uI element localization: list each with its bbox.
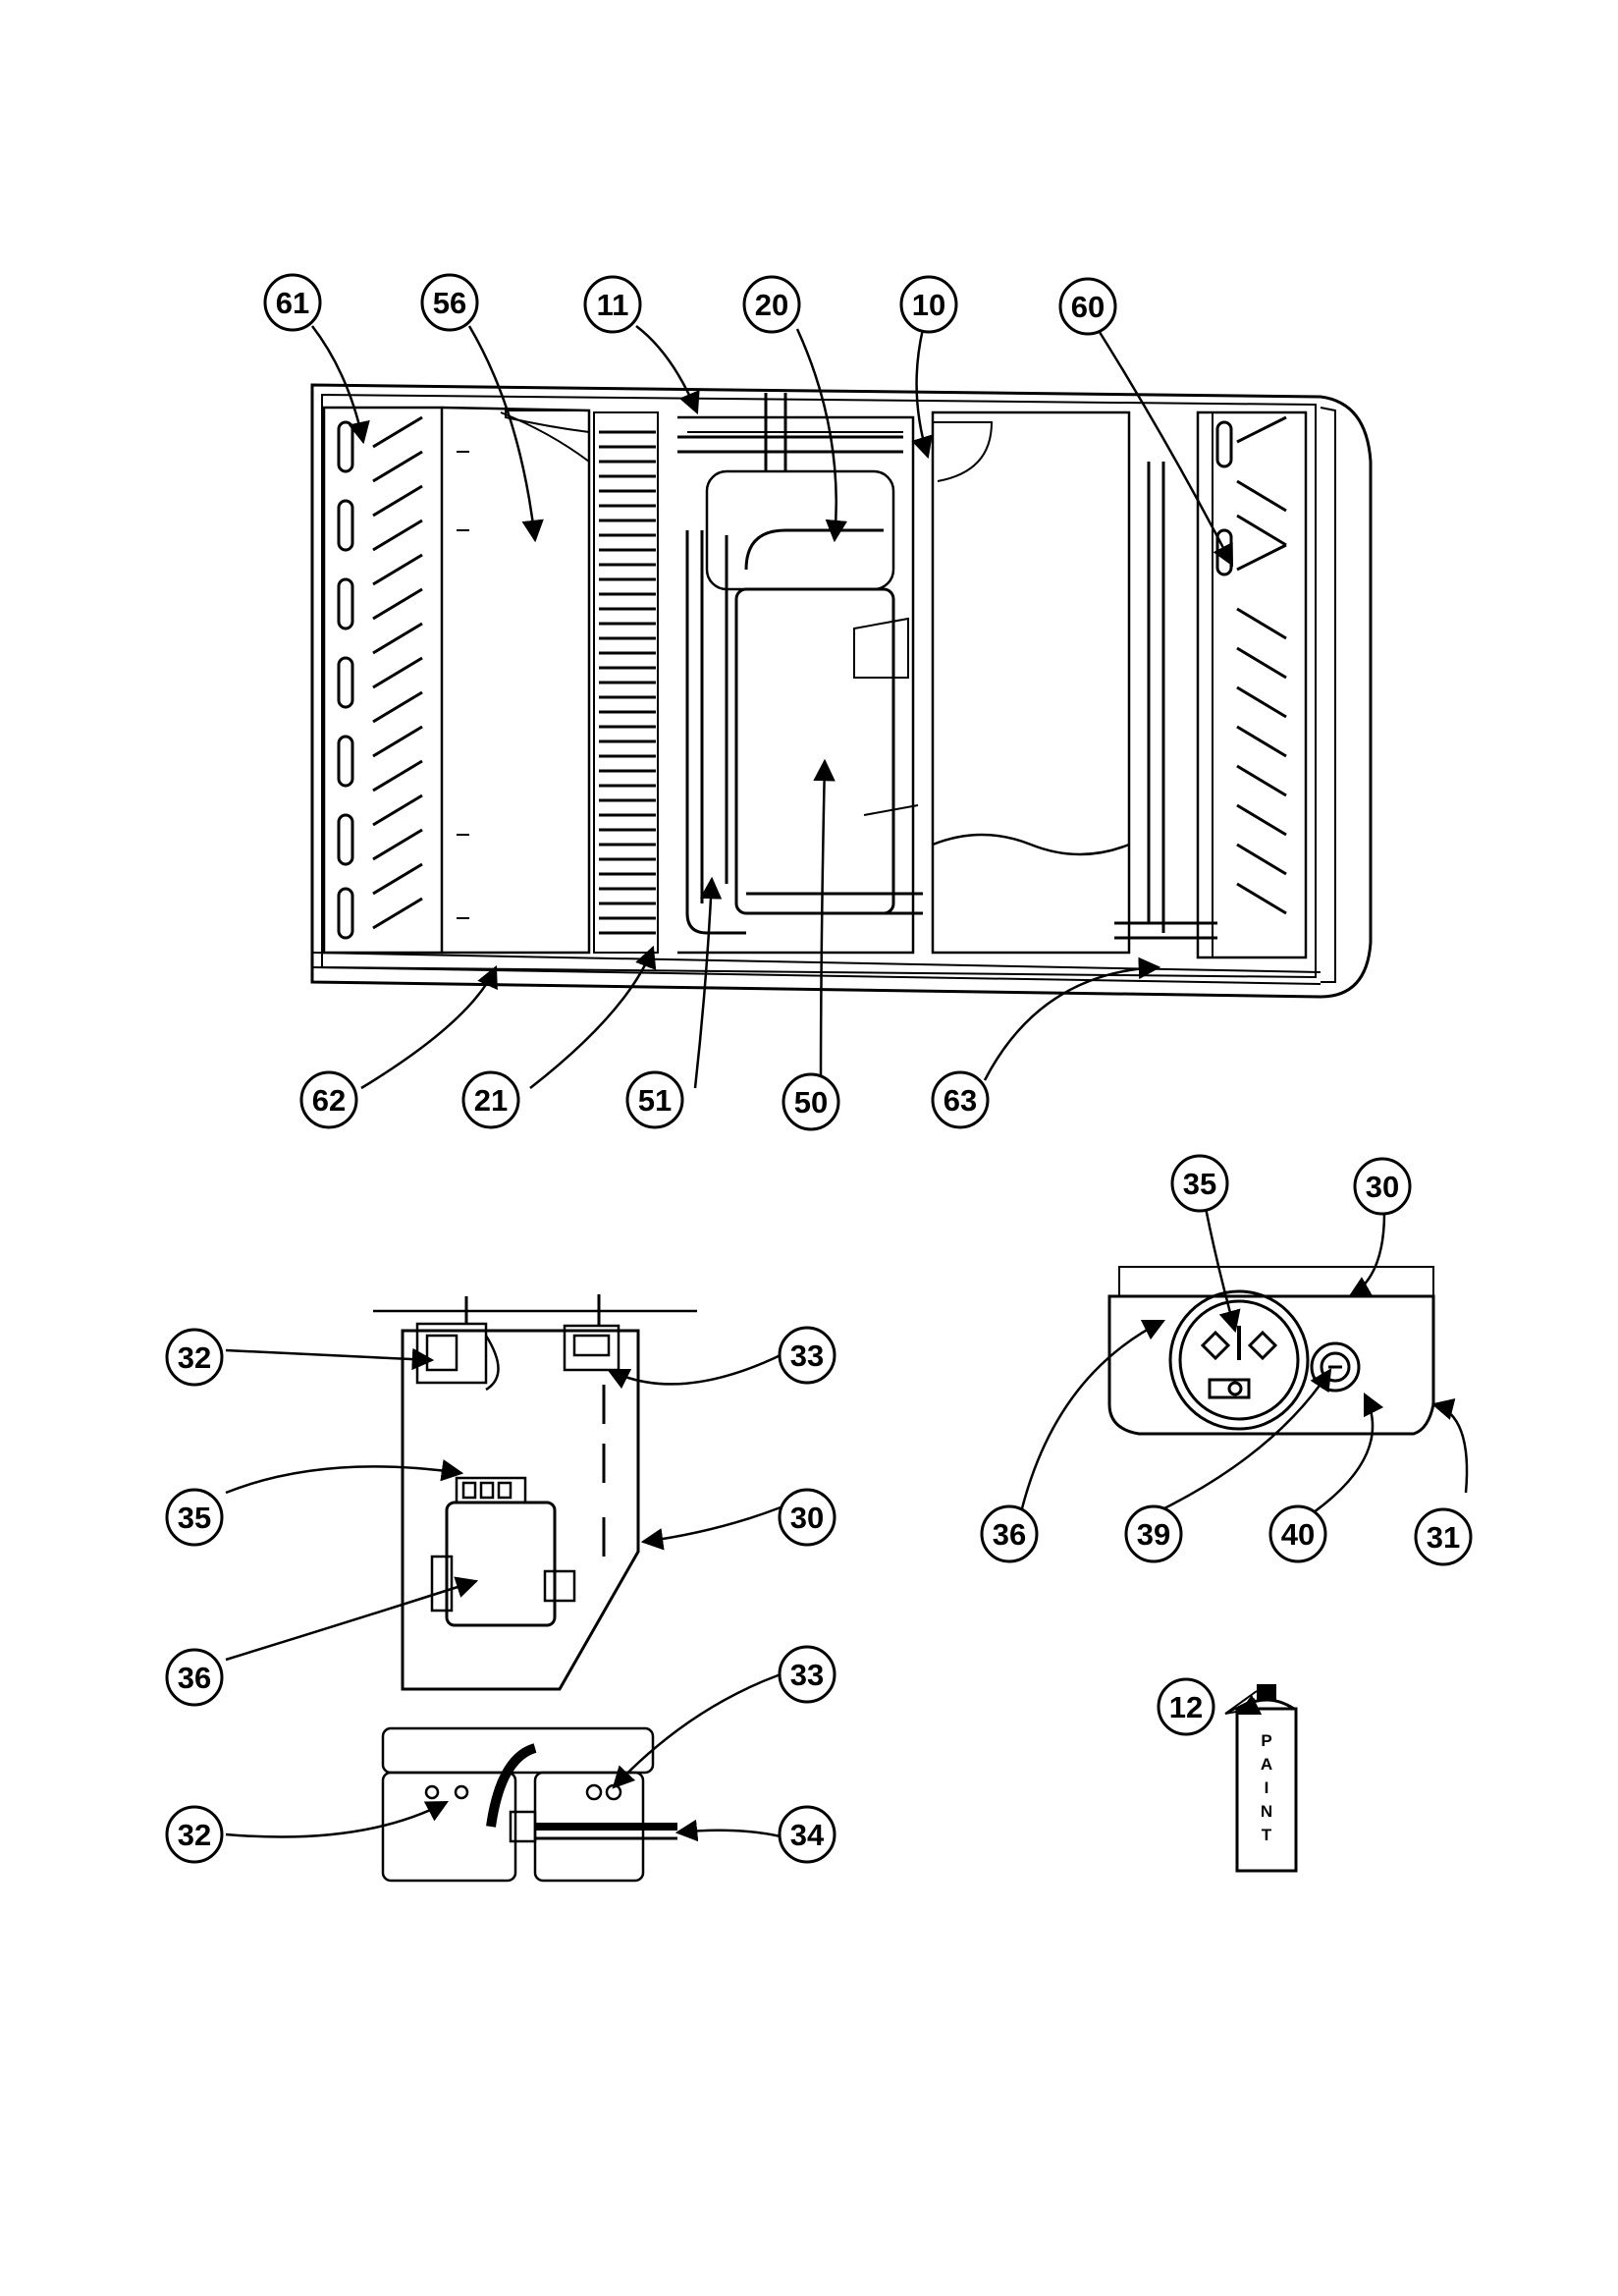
callout-12: 12 — [1157, 1677, 1215, 1736]
callout-34: 34 — [778, 1805, 836, 1864]
callout-label: 34 — [790, 1818, 825, 1852]
callout-35: 35 — [1170, 1154, 1229, 1213]
paint-letter: T — [1262, 1826, 1272, 1844]
callout-33: 33 — [778, 1645, 836, 1704]
callout-36: 36 — [980, 1504, 1039, 1563]
callout-label: 56 — [433, 286, 466, 320]
paint-letter: N — [1261, 1802, 1272, 1821]
callout-36: 36 — [165, 1648, 224, 1707]
callout-11: 11 — [583, 275, 642, 334]
callout-label: 35 — [178, 1501, 211, 1535]
callout-label: 30 — [1366, 1170, 1399, 1204]
callouts: 61 56 11 20 10 60 62 21 51 50 63 32 33 3… — [165, 273, 1473, 1864]
callout-51: 51 — [625, 1070, 684, 1129]
callout-31: 31 — [1414, 1507, 1473, 1566]
callout-50: 50 — [782, 1072, 840, 1131]
evaporator-coil-slots — [1215, 415, 1287, 915]
leader-lines — [225, 325, 1469, 1842]
callout-30: 30 — [1353, 1157, 1412, 1216]
callout-20: 20 — [742, 275, 801, 334]
callout-label: 36 — [178, 1661, 211, 1695]
control-bracket — [381, 1726, 677, 1883]
callout-label: 50 — [794, 1085, 828, 1120]
paint-letter: I — [1265, 1778, 1269, 1797]
callout-40: 40 — [1268, 1504, 1327, 1563]
callout-label: 32 — [178, 1818, 211, 1852]
callout-32: 32 — [165, 1805, 224, 1864]
callout-10: 10 — [899, 275, 958, 334]
main-chassis — [310, 383, 1373, 999]
callout-30: 30 — [778, 1488, 836, 1547]
callout-label: 30 — [790, 1501, 824, 1535]
callout-label: 32 — [178, 1340, 211, 1375]
callout-label: 10 — [912, 288, 945, 322]
callout-35: 35 — [165, 1488, 224, 1547]
callout-label: 35 — [1183, 1167, 1216, 1201]
callout-label: 33 — [790, 1339, 824, 1373]
callout-56: 56 — [420, 273, 479, 332]
callout-label: 12 — [1169, 1690, 1203, 1724]
condenser-coil-slots — [337, 415, 423, 940]
callout-label: 20 — [755, 288, 788, 322]
control-panel-assembly — [373, 1294, 697, 1691]
callout-label: 21 — [474, 1083, 508, 1118]
callout-label: 31 — [1427, 1520, 1460, 1555]
callout-21: 21 — [461, 1070, 520, 1129]
receptacle-box — [1107, 1266, 1435, 1436]
fan-blades — [599, 430, 903, 935]
callout-63: 63 — [931, 1070, 990, 1129]
callout-label: 63 — [944, 1083, 977, 1118]
callout-62: 62 — [299, 1070, 358, 1129]
callout-label: 40 — [1281, 1517, 1315, 1552]
callout-label: 51 — [638, 1083, 672, 1118]
callout-label: 60 — [1071, 290, 1105, 324]
callout-label: 11 — [597, 288, 629, 322]
callout-33: 33 — [778, 1326, 836, 1385]
callout-label: 36 — [993, 1517, 1026, 1552]
paint-letter: A — [1261, 1755, 1272, 1774]
callout-60: 60 — [1058, 277, 1117, 336]
paint-can-icon: P A I N T — [1224, 1684, 1298, 1873]
callout-39: 39 — [1124, 1504, 1183, 1563]
callout-32: 32 — [165, 1328, 224, 1387]
paint-letter: P — [1261, 1731, 1271, 1750]
callout-label: 33 — [790, 1658, 824, 1692]
callout-label: 62 — [312, 1083, 346, 1118]
callout-label: 61 — [276, 286, 309, 320]
callout-label: 39 — [1137, 1517, 1170, 1552]
callout-61: 61 — [263, 273, 322, 332]
